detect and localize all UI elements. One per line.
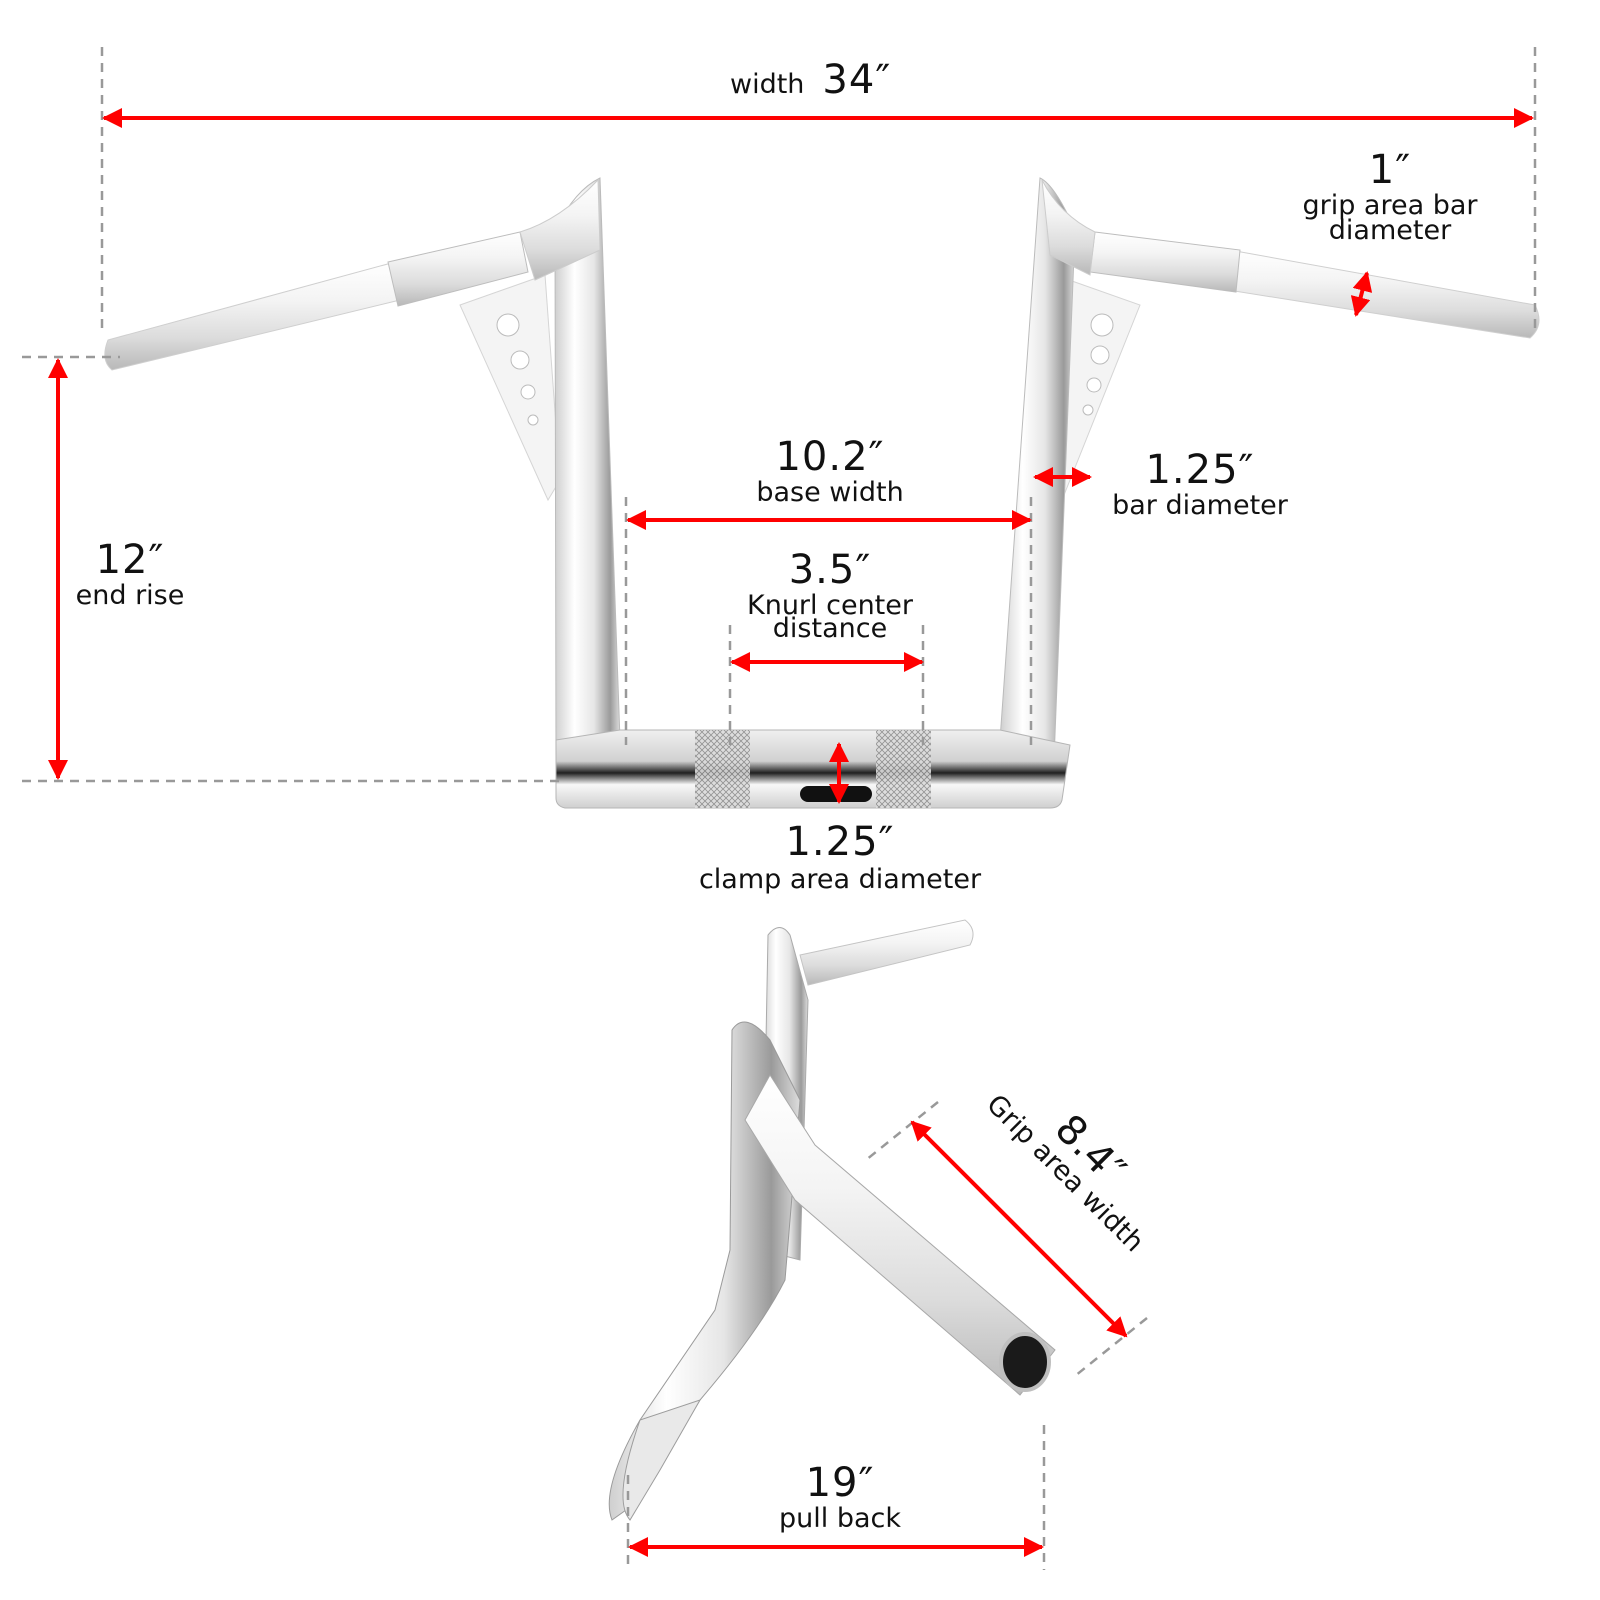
bar-diameter-dimension: 1.25″ bar diameter [1100,450,1300,519]
base-width-value: 10.2″ [775,434,885,480]
grip-bar-diameter-label-2: diameter [1328,215,1452,246]
left-grip [104,231,529,371]
guide-lines [22,47,1537,1570]
dimension-arrows [48,108,1534,1557]
width-label: width [730,69,805,100]
knurl-distance-value: 3.5″ [788,547,872,593]
end-rise-dimension: 12″ end rise [60,540,200,609]
pull-back-value: 19″ [805,1460,875,1506]
grip-bar-diameter-dimension: 1″ grip area bar diameter [1290,150,1490,244]
grip-diameter-arrow [1350,271,1373,317]
grip-bar-diameter-value: 1″ [1368,147,1412,193]
center-slot [800,786,872,802]
end-rise-label: end rise [75,580,185,611]
pull-back-dimension: 19″ pull back [740,1463,940,1532]
clamp-diameter-value: 1.25″ [785,819,895,865]
bar-diameter-value: 1.25″ [1145,447,1255,493]
right-grip [1089,231,1540,339]
knurl-distance-label-1: Knurl center [747,590,913,621]
left-riser-gusset [459,274,561,502]
width-value: 34″ [822,57,892,103]
pull-back-label: pull back [778,1503,901,1534]
grip-bar-diameter-label-1: grip area bar [1302,190,1478,221]
grip-bar-end [999,1332,1051,1392]
clamp-diameter-label: clamp area diameter [698,864,982,895]
grip-width-arrow [910,1120,1128,1338]
front-view-handlebar [104,177,1540,809]
knurl-distance-dimension: 3.5″ Knurl center distance [720,550,940,642]
near-riser [608,1021,801,1521]
left-knurl [695,730,750,808]
right-riser [999,177,1076,761]
side-view-handlebar [608,919,1056,1521]
end-rise-value: 12″ [95,537,165,583]
knurl-distance-label-2: distance [772,613,888,644]
base-width-dimension: 10.2″ base width [720,437,940,506]
base-width-label: base width [756,477,904,508]
width-dimension: width 34″ [730,60,891,100]
bar-diameter-label: bar diameter [1112,490,1288,521]
clamp-bar [555,729,1071,809]
clamp-diameter-dimension: 1.25″ clamp area diameter [690,822,990,893]
